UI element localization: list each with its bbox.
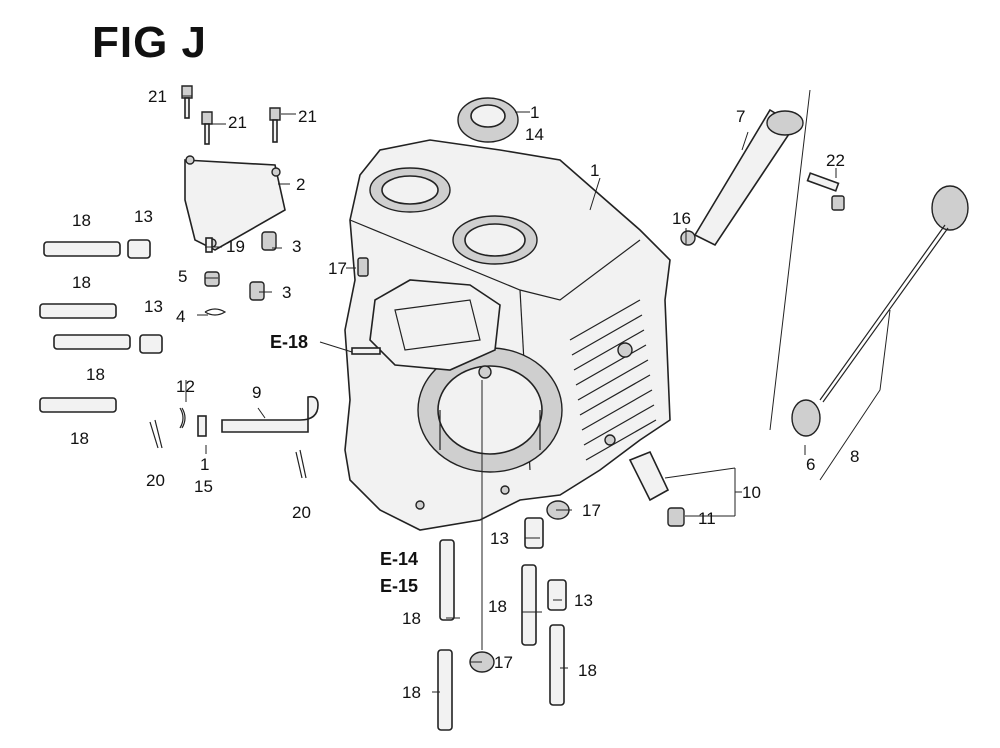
label-19: 19: [226, 237, 245, 256]
label-18h: 18: [402, 683, 421, 702]
label-18b: 18: [72, 273, 91, 292]
label-20b: 20: [292, 503, 311, 522]
label-14: 14: [525, 125, 544, 144]
breather-tube: [221, 395, 319, 433]
label-1: 1: [530, 103, 539, 122]
crankcase-body: [344, 139, 671, 531]
dipstick-tube: [680, 108, 845, 247]
leader-lines: [182, 95, 837, 693]
label-15: 15: [194, 477, 213, 496]
label-18g: 18: [578, 661, 597, 680]
label-13a: 13: [134, 207, 153, 226]
label-1c: 1: [200, 455, 209, 474]
label-18d: 18: [70, 429, 89, 448]
label-18f: 18: [402, 609, 421, 628]
label-13d: 13: [574, 591, 593, 610]
label-21a: 21: [148, 87, 167, 106]
ref-e14: E-14: [380, 549, 418, 569]
label-5: 5: [178, 267, 187, 286]
label-11: 11: [698, 509, 716, 528]
pins-20: [149, 419, 307, 479]
oil-switch: [628, 450, 742, 527]
label-13b: 13: [144, 297, 163, 316]
reference-labels: E-18 E-14 E-15: [270, 332, 418, 596]
label-18e: 18: [488, 597, 507, 616]
studs-bottom: [437, 380, 570, 731]
part-labels: 1 14 1 7 22 16 21 21 21 2 18 13 19 3 5 3…: [70, 87, 859, 702]
label-8: 8: [850, 447, 859, 466]
label-22: 22: [826, 151, 845, 170]
label-21c: 21: [298, 107, 317, 126]
e18-arrow: [319, 341, 381, 355]
label-4: 4: [176, 307, 185, 326]
label-17c: 17: [494, 653, 513, 672]
label-18a: 18: [72, 211, 91, 230]
oil-seal: [457, 97, 519, 143]
label-17a: 17: [328, 259, 347, 278]
small-parts: [179, 231, 369, 437]
figure-title: FIG J: [92, 18, 208, 67]
dipstick: [769, 89, 969, 481]
label-3b: 3: [282, 283, 291, 302]
label-21b: 21: [228, 113, 247, 132]
ref-e15: E-15: [380, 576, 418, 596]
label-9: 9: [252, 383, 261, 402]
label-18c: 18: [86, 365, 105, 384]
label-17b: 17: [582, 501, 601, 520]
label-16: 16: [672, 209, 691, 228]
label-10: 10: [742, 483, 761, 502]
label-6: 6: [806, 455, 815, 474]
label-7: 7: [736, 107, 745, 126]
ref-e18: E-18: [270, 332, 308, 352]
label-20a: 20: [146, 471, 165, 490]
label-2: 2: [296, 175, 305, 194]
label-12: 12: [176, 377, 195, 396]
bolts-21: [181, 85, 281, 145]
label-1b: 1: [590, 161, 599, 180]
label-3a: 3: [292, 237, 301, 256]
studs-left: [39, 239, 163, 413]
label-13c: 13: [490, 529, 509, 548]
